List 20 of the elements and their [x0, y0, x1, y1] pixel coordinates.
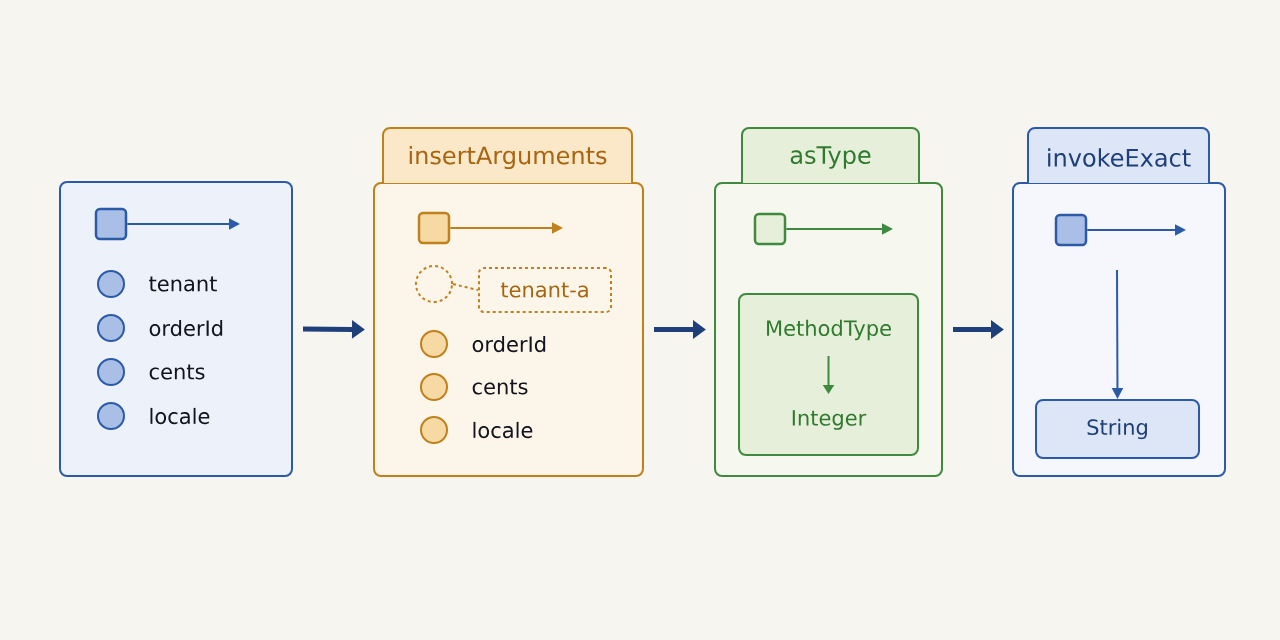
panel — [59, 181, 293, 477]
square-marker — [753, 212, 787, 246]
square-marker — [1054, 213, 1088, 247]
node-label: tenant — [149, 276, 217, 292]
node-label: invokeExact — [1048, 148, 1191, 167]
node-label: cents — [149, 364, 205, 380]
connector-line — [452, 283, 479, 291]
node-label: locale — [150, 407, 210, 425]
square-marker — [417, 211, 451, 245]
node-label: cents — [472, 379, 528, 395]
type-box: MethodType Integer — [738, 293, 919, 456]
bound-value-box: tenant-a — [478, 267, 612, 313]
node-label: asType — [790, 146, 871, 169]
type-box: String — [1035, 399, 1200, 459]
node-label: orderId — [149, 319, 223, 337]
node-label: locale — [473, 421, 533, 439]
square-marker — [94, 207, 128, 241]
node-label: orderId — [472, 335, 546, 353]
node-label: insertArguments — [409, 145, 607, 170]
empty-circle — [415, 265, 453, 303]
